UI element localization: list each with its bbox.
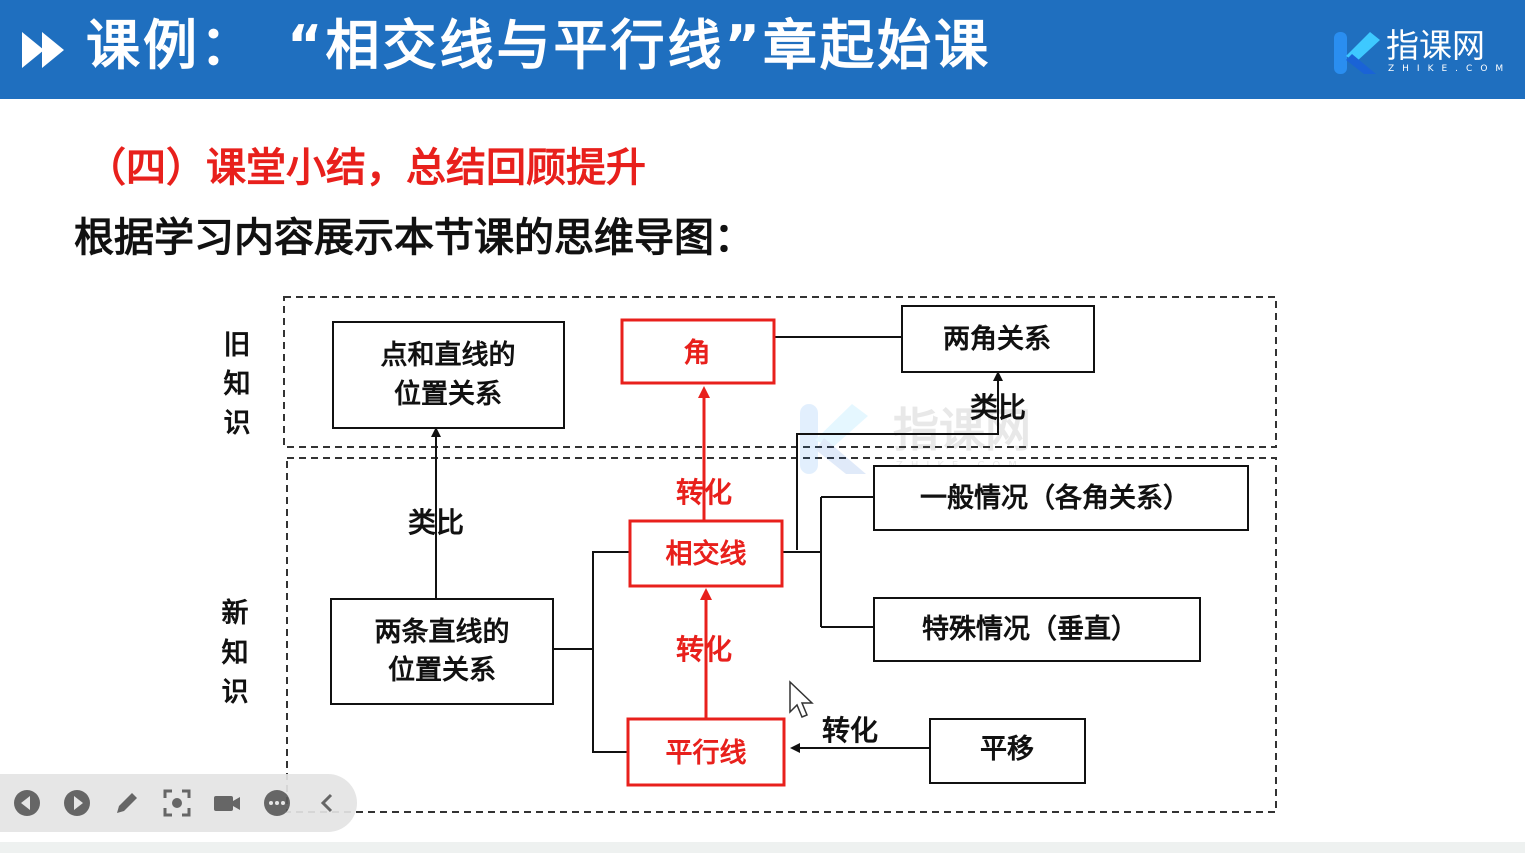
node-intersecting (628, 519, 784, 588)
previous-icon[interactable] (12, 788, 42, 818)
intro-text: 根据学习内容展示本节课的思维导图： (74, 215, 754, 261)
node-translation (929, 718, 1086, 784)
watermark-name: 指课网 (893, 403, 1031, 457)
edge-label-analogy-right: 类比 (970, 391, 1026, 424)
node-general (873, 465, 1249, 531)
new-label-1: 新 (222, 597, 249, 629)
play-icon[interactable] (62, 788, 92, 818)
new-label-2: 知 (222, 638, 249, 669)
header-bar: 课例： “相交线与平行线”章起始课 指课网 ZHIKE.COM (0, 0, 1525, 99)
node-point-line-line2: 位置关系 (394, 378, 502, 410)
pen-icon[interactable] (112, 788, 142, 818)
edge-two-lines-parallel (592, 649, 630, 753)
logo-subtitle: ZHIKE.COM (1388, 64, 1512, 74)
node-translation-label: 平移 (980, 734, 1034, 765)
old-knowledge-frame (283, 296, 1277, 448)
node-point-line-line1: 点和直线的 (381, 339, 516, 371)
old-label-3: 识 (224, 408, 251, 439)
node-general-label: 一般情况（各角关系） (920, 482, 1190, 514)
edge-label-analogy-left: 类比 (408, 506, 464, 539)
fast-forward-icon (22, 32, 64, 68)
edge-label-transform-right: 转化 (822, 714, 878, 747)
node-two-lines-line1: 两条直线的 (375, 616, 510, 648)
edge-label-transform-lower: 转化 (676, 633, 732, 666)
zhike-logo-icon (1334, 32, 1380, 74)
collapse-icon[interactable] (312, 788, 342, 818)
new-label-3: 识 (222, 677, 249, 708)
more-icon[interactable] (262, 788, 292, 818)
mouse-cursor-icon (789, 680, 814, 718)
node-special (873, 597, 1201, 662)
bottom-strip (0, 842, 1525, 853)
node-angle-label: 角 (684, 337, 711, 369)
new-knowledge-frame (286, 457, 1277, 813)
edge-analogy-right (796, 371, 1003, 550)
node-two-lines (330, 598, 554, 705)
player-toolbar (0, 774, 357, 832)
node-intersecting-label: 相交线 (666, 538, 747, 570)
node-two-lines-line2: 位置关系 (388, 654, 496, 686)
node-two-angles-label: 两角关系 (943, 323, 1051, 355)
old-label-1: 旧 (224, 330, 251, 361)
old-label-2: 知 (224, 369, 251, 400)
node-parallel-label: 平行线 (666, 737, 747, 769)
edge-label-transform-upper: 转化 (676, 476, 732, 509)
page-title: 课例： “相交线与平行线”章起始课 (86, 14, 991, 77)
logo-name: 指课网 (1386, 26, 1485, 65)
section-title: （四）课堂小结，总结回顾提升 (86, 145, 646, 191)
node-two-angles (901, 305, 1095, 373)
node-parallel (626, 717, 786, 787)
node-angle (620, 318, 776, 385)
edge-two-lines-intersecting (553, 551, 630, 650)
screenshot-icon[interactable] (162, 788, 192, 818)
node-special-label: 特殊情况（垂直） (922, 614, 1138, 645)
camera-icon[interactable] (212, 788, 242, 818)
node-point-line (332, 321, 565, 429)
